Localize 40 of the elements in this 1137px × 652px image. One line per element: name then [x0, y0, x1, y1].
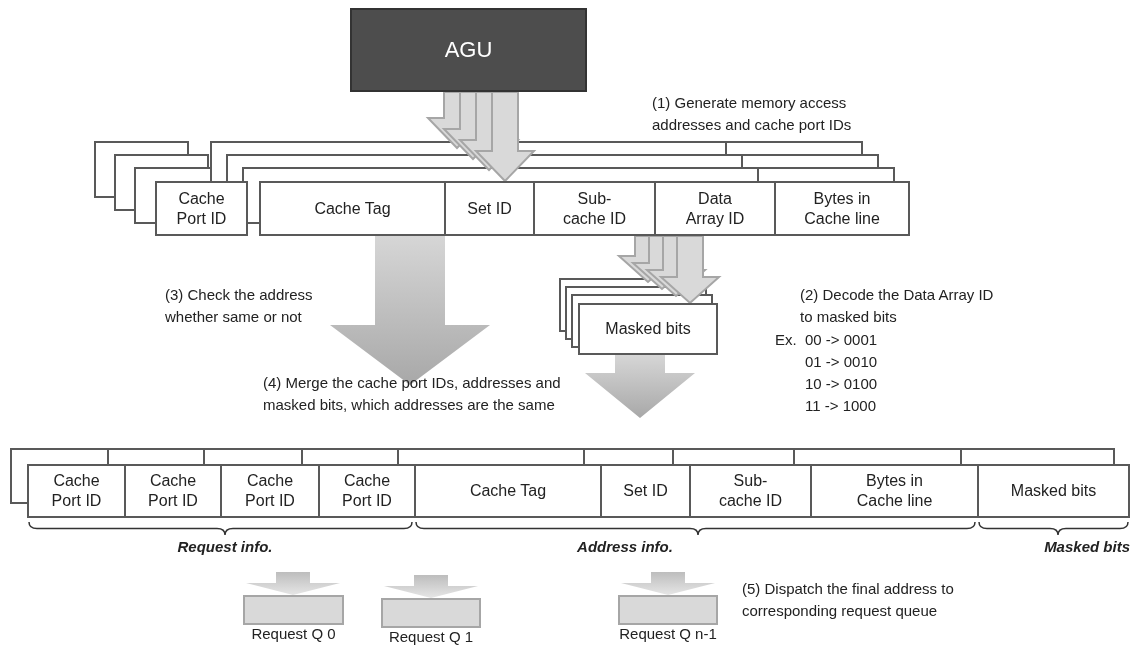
field-cell: Bytes in Cache line — [810, 464, 979, 518]
field-cell: Cache Port ID — [220, 464, 320, 518]
field-cell: Masked bits — [977, 464, 1130, 518]
field-cell: Bytes in Cache line — [774, 181, 910, 236]
step-note: (2) Decode the Data Array ID to masked bits — [800, 285, 995, 327]
example-label: Ex. — [775, 330, 797, 350]
field-cell: Cache Port ID — [318, 464, 416, 518]
step-note: (5) Dispatch the final address to corresponding request queue — [742, 579, 955, 621]
field-cell: Masked bits — [578, 303, 718, 355]
queue-label: Request Q 0 — [251, 625, 336, 643]
field-cell: Cache Port ID — [27, 464, 126, 518]
field-cell: Cache Port ID — [124, 464, 222, 518]
queue-label: Request Q 1 — [388, 628, 474, 646]
field-cell: Data Array ID — [654, 181, 776, 236]
block-arrow — [246, 572, 340, 595]
block-arrow — [585, 355, 695, 418]
mapping-text: 00 -> 0001 — [805, 330, 878, 350]
field-cell: Set ID — [444, 181, 535, 236]
field-cell: Cache Tag — [259, 181, 446, 236]
step-note: (1) Generate memory access addresses and cache port IDs — [652, 93, 853, 135]
queue-label: Request Q n-1 — [619, 625, 717, 643]
group-label: Address info. — [576, 537, 674, 557]
group-label: Request info. — [176, 537, 274, 557]
unit-box: AGU — [350, 8, 587, 92]
mapping-text: 11 -> 1000 — [805, 396, 877, 416]
group-label: Masked bits — [1043, 537, 1130, 557]
field-cell: Sub-cache ID — [689, 464, 812, 518]
stacked-block-arrow — [425, 91, 537, 183]
field-cell: Cache Tag — [414, 464, 602, 518]
field-cell: Cache Port ID — [155, 181, 248, 236]
field-cell: Sub-cache ID — [533, 181, 656, 236]
step-note: (4) Merge the cache port IDs, addresses and masked bits, which addresses are the same — [263, 373, 562, 415]
field-cell: Set ID — [600, 464, 691, 518]
block-arrow — [621, 572, 715, 595]
block-arrow — [330, 236, 490, 385]
step-note: (3) Check the address whether same or not — [165, 285, 314, 327]
mapping-text: 10 -> 0100 — [805, 374, 878, 394]
block-arrow — [384, 575, 478, 598]
mapping-text: 01 -> 0010 — [805, 352, 878, 372]
stacked-block-arrow — [616, 235, 722, 305]
